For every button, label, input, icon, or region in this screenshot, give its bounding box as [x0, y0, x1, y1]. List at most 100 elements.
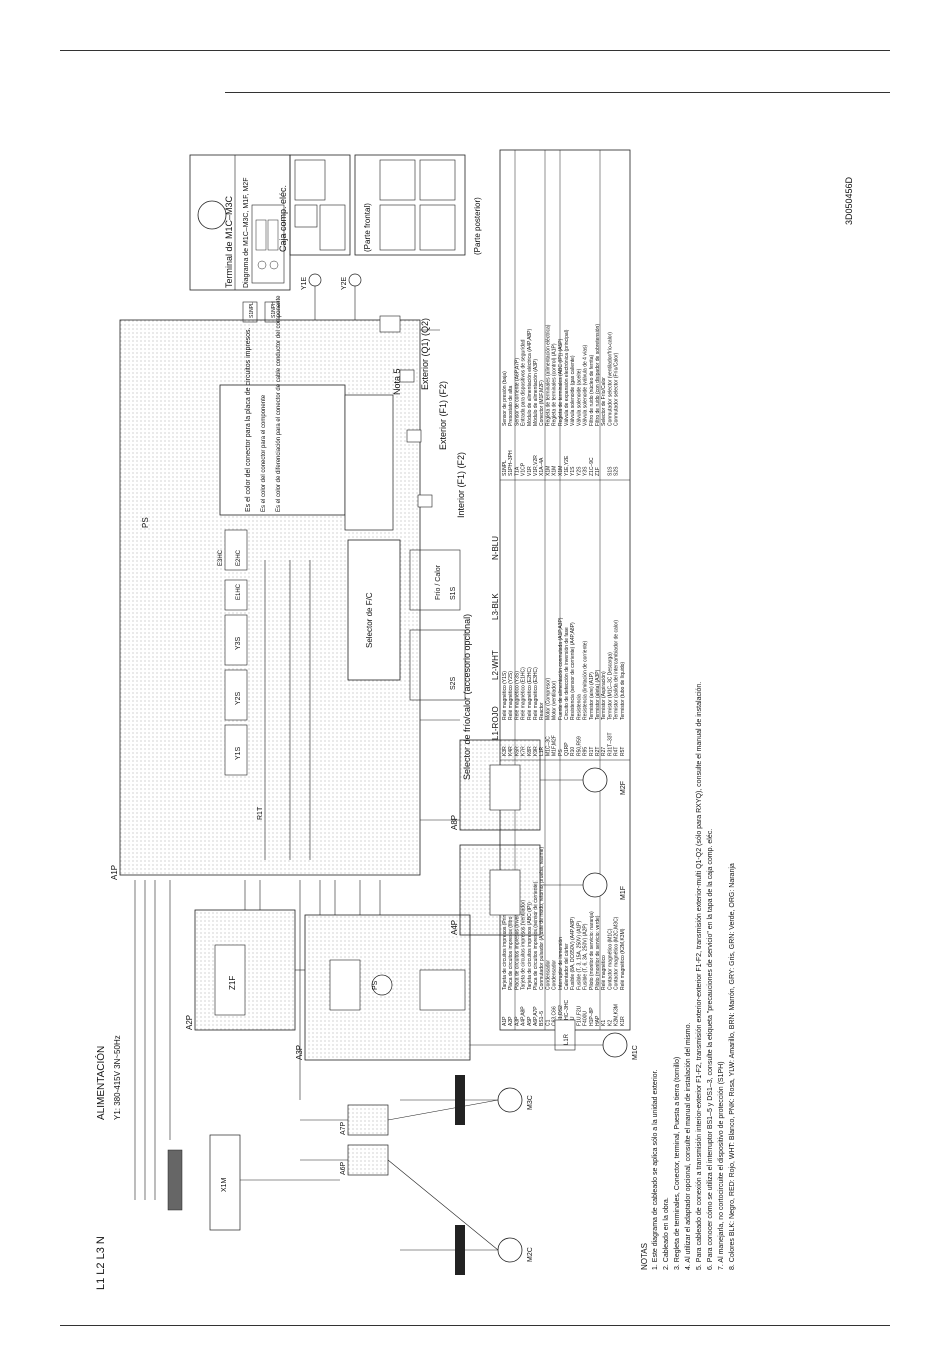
y2s-label: Y2S: [235, 691, 242, 705]
thermistor-column: R1T: [257, 560, 311, 860]
legend-desc: Sensor de corriente (A6P,A7P): [514, 358, 520, 426]
e3hc-label: E3HC: [218, 549, 224, 566]
legend-code: H1P–8P: [589, 1007, 595, 1026]
cold-heat-selector: Selector de F/C Selector de frío/calor (…: [347, 539, 472, 780]
box-front-label: (Parte frontal): [363, 203, 372, 252]
legend-code: M1C–3C: [545, 736, 551, 756]
legend-desc: Conmutador selector (ventilador/frío-cal…: [607, 332, 613, 426]
legend-code: S1S: [607, 466, 613, 476]
legend-code: K2: [607, 1020, 613, 1026]
legend-code: R2T: [595, 747, 601, 756]
legend-desc: Tarjeta de circuitos impresos (Principal…: [502, 902, 508, 990]
relay-row: Y1S Y2S Y3S E1HC E2HC E3HC: [218, 529, 248, 776]
legend-desc: Piloto (monitor de servicio: verde): [595, 915, 601, 990]
legend-code: Z1C–9C: [589, 457, 595, 476]
note-line: 6. Para conocer cómo se utiliza el inter…: [707, 829, 714, 1270]
note-line: 8. Colores BLK: Negro, RED: Rojo, WHT: B…: [729, 863, 736, 1270]
legend-code: V1CP: [521, 462, 527, 476]
legend-desc: Relé magnético (K2M,K3M): [620, 928, 626, 990]
interior-f-label: Interior (F1) (F2): [456, 452, 466, 518]
selector-inner-label: Selector de F/C: [365, 592, 374, 648]
x1m-label: X1M: [221, 1177, 228, 1192]
legend-desc: Regleta de terminales (ABC (IP)) (A5P): [558, 338, 564, 426]
box-layout-title: Caja comp. eléc.: [278, 185, 288, 252]
legend-desc: Resistencia (sensor de corriente) (A4P,A…: [570, 622, 576, 720]
inverter-pcb-a3p: A3P PS: [295, 914, 471, 1061]
legend-code: R5T: [620, 747, 626, 756]
legend-desc: Fuente de alimentación conmutada (A1P,A3…: [558, 617, 564, 720]
legend-desc: Selector de Frío/Calor: [601, 377, 607, 426]
m3c-label: M3C: [527, 1095, 534, 1110]
legend-code: E1HC–3HC: [564, 999, 570, 1026]
legend-code: Y2S: [576, 466, 582, 476]
legend-mid: K3RRelé magnético (Y1S)K4RRelé magnético…: [502, 617, 626, 756]
power-phases: L1 L2 L3 N: [95, 1236, 107, 1290]
legend-desc: Presostato de alta: [508, 385, 514, 426]
s1npl-label: S1NPL: [249, 302, 255, 318]
legend-code: V1R,V2R: [533, 455, 539, 476]
power-title: ALIMENTACIÓN: [94, 1046, 107, 1120]
legend-desc: Módulo de alimentación eléctrica (A4P,A8…: [527, 328, 533, 426]
fan-pcb-a8p: A8P M2F: [450, 739, 627, 831]
legend-code: T1A: [514, 466, 520, 476]
legend-desc: Válvula solenoide (aceite): [576, 368, 582, 426]
ps-label: PS: [141, 517, 150, 528]
legend-desc: Termistor (aleta) (A3P): [595, 669, 601, 720]
legend-desc: Módulo de alimentación (A3P): [533, 359, 539, 426]
legend-desc: Tarjeta de circuitos impresos (Ventilado…: [521, 899, 527, 990]
note-line: 3. Regleta de terminales, Conector, term…: [674, 1057, 681, 1270]
wire-color-l3: L3-BLK: [491, 593, 500, 620]
z1f-label: Z1F: [228, 976, 237, 990]
legend-desc: Válvula de expansión electrónica (princi…: [564, 329, 570, 426]
legend-desc: Contactor magnético (M1C): [607, 928, 613, 990]
m2f-label: M2F: [620, 781, 627, 795]
wire-color-legend: L1-ROJO L2-WHT L3-BLK N-BLU: [491, 536, 500, 740]
note5-label: Nota 5: [392, 368, 402, 395]
legend-desc: Relé magnético (E2HC): [527, 667, 533, 720]
legend-code: M1F,M2F: [552, 735, 558, 756]
motor-terminal-title: Terminal de M1C–M3C: [224, 195, 234, 288]
legend-desc: Relé magnético (Y1S): [502, 671, 508, 720]
legend-desc: Termistor (Aspiración): [601, 671, 607, 720]
legend-code: R50,R59: [576, 736, 582, 756]
note-line: 5. Para cableado de conexión a transmisi…: [696, 682, 703, 1270]
a3p-ps-label: PS: [372, 980, 379, 990]
y2e-label: Y2E: [341, 276, 348, 290]
legend-desc: Válvula solenoide (gas caliente): [570, 355, 576, 426]
legend-code: X1A–4A: [539, 457, 545, 476]
legend-code: Q1RP: [564, 742, 570, 756]
l1r-label: L1R: [564, 1033, 570, 1045]
legend-code: K1R: [620, 1016, 626, 1026]
legend-code: R95: [583, 747, 589, 756]
legend-code: R10: [570, 747, 576, 756]
legend-code: A4P,A8P: [521, 1006, 527, 1026]
legend-code: R31T–33T: [607, 732, 613, 756]
legend-code: R1T: [589, 747, 595, 756]
legend-desc: Condensador: [552, 960, 558, 990]
legend-desc: Tarjeta de circuitos impresos (ABC (IP)): [527, 902, 533, 990]
legend-desc: Conmutador selector (Frío/Calor): [614, 352, 620, 426]
a2p-label: A2P: [185, 1015, 194, 1030]
legend-code: Y3S: [583, 466, 589, 476]
legend-desc: Placa de circuitos impresos (sensor de c…: [533, 881, 539, 990]
legend-desc: Circuito de detección de inversión de fa…: [564, 627, 570, 720]
legend-desc: Termistor (M1C–3C Descarga): [607, 652, 613, 720]
noise-filter-z1f: Z1F A2P: [185, 909, 296, 1031]
legend-code: A3P: [514, 1016, 520, 1026]
legend-code: C63,C66: [552, 1006, 558, 1026]
legend-code: F400U: [583, 1011, 589, 1026]
legend-desc: Relé magnético (E3HC): [533, 667, 539, 720]
legend-code: Y1S: [570, 466, 576, 476]
legend-code: K1: [601, 1020, 607, 1026]
box-layout: Caja comp. eléc. (Parte frontal) (Parte …: [278, 154, 482, 256]
legend-desc: Sensor de presión (baja): [502, 371, 508, 426]
legend-desc: Relé magnético (Y3S): [514, 671, 520, 720]
legend-code: A6P,A7P: [533, 1006, 539, 1026]
legend-desc: Relé magnético: [601, 955, 607, 990]
pcb-a1p-label: A1P: [110, 865, 119, 880]
transmission-terminals: Nota 5 Exterior (Q1) (Q2) Exterior (F1) …: [344, 315, 466, 531]
legend-desc: Filtro de ruido (núcleo de ferrita): [589, 355, 595, 426]
note-line: 1. Este diagrama de cableado se aplica s…: [652, 1070, 659, 1270]
